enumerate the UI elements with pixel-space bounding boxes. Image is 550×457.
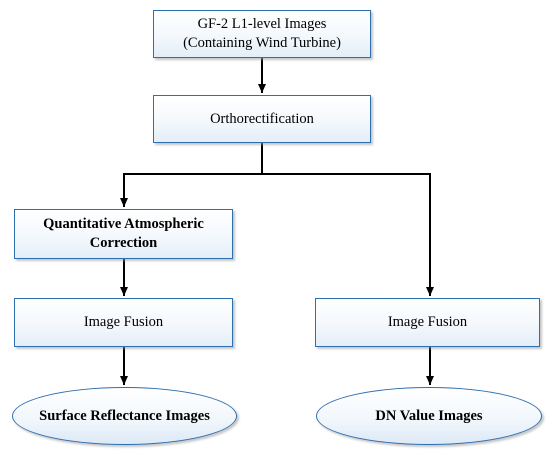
left-image-fusion-box: Image Fusion [14,298,233,347]
orthorectification-label: Orthorectification [210,110,314,127]
surface-reflectance-ellipse: Surface Reflectance Images [12,387,237,445]
branch-orthorectification-split [120,143,263,207]
dn-value-label: DN Value Images [375,407,483,424]
source-images-label: GF-2 L1-level Images (Containing Wind Tu… [183,16,341,51]
atmospheric-correction-label: Quantitative Atmospheric Correction [43,216,204,251]
dn-value-ellipse: DN Value Images [316,387,542,445]
atmospheric-correction-box: Quantitative Atmospheric Correction [14,209,233,259]
source-images-box: GF-2 L1-level Images (Containing Wind Tu… [153,10,371,58]
right-image-fusion-label: Image Fusion [387,314,468,331]
orthorectification-box: Orthorectification [153,95,371,143]
surface-reflectance-label: Surface Reflectance Images [39,407,210,424]
arrow-orthorectification-to-right-fusion [262,173,434,296]
left-image-fusion-label: Image Fusion [83,314,164,331]
right-image-fusion-box: Image Fusion [315,298,540,347]
